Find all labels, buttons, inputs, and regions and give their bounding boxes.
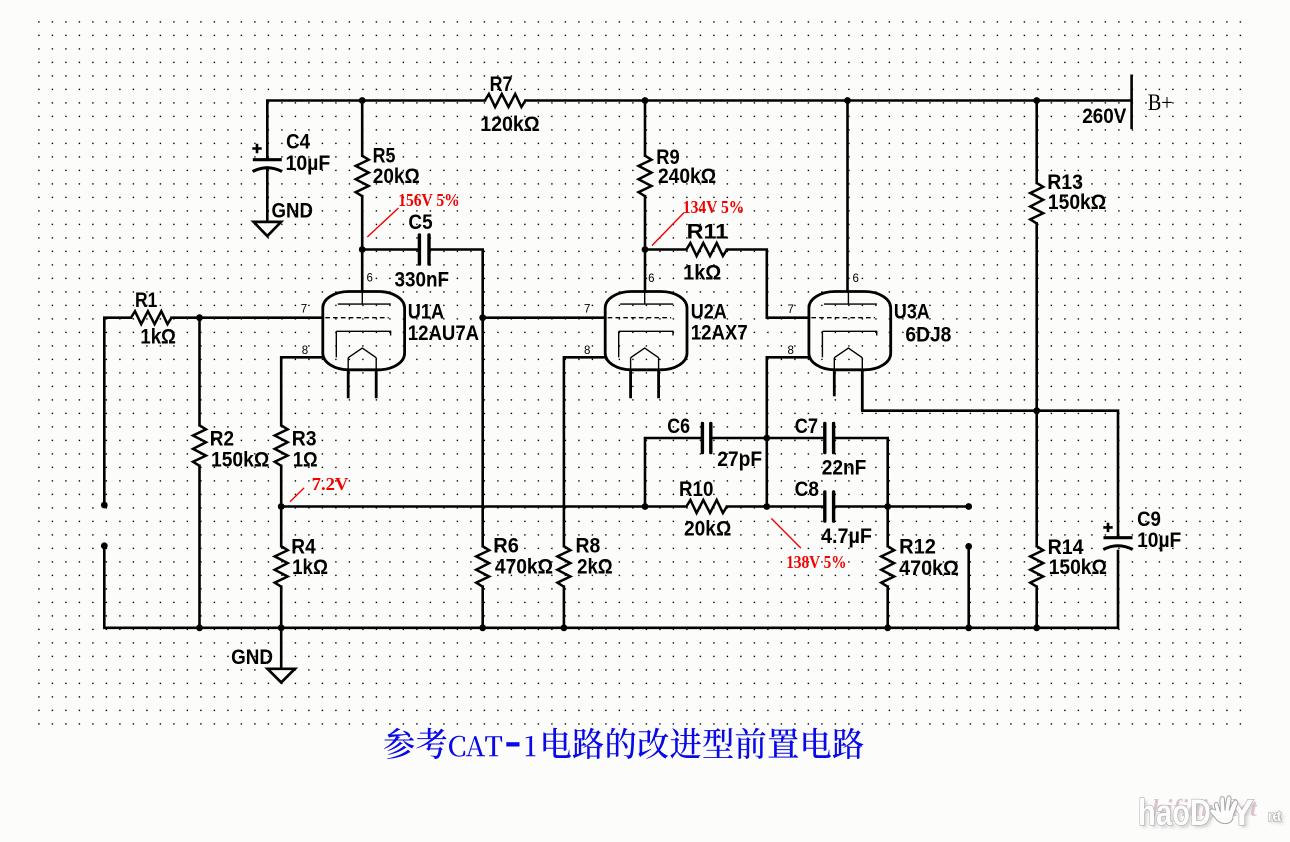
- svg-text:20kΩ: 20kΩ: [373, 164, 420, 188]
- svg-text:C6: C6: [667, 414, 690, 438]
- svg-text:U1A: U1A: [408, 299, 444, 323]
- svg-text:6: 6: [367, 273, 373, 285]
- svg-text:6DJ8: 6DJ8: [905, 323, 951, 347]
- svg-text:R6: R6: [493, 534, 519, 558]
- svg-text:haoD: haoD: [1138, 792, 1211, 833]
- svg-text:260V: 260V: [1082, 104, 1127, 128]
- svg-text:7: 7: [584, 303, 590, 315]
- svg-text:7.2V: 7.2V: [312, 474, 349, 494]
- svg-text:22nF: 22nF: [822, 456, 867, 480]
- svg-text:C9: C9: [1137, 507, 1161, 531]
- svg-text:2kΩ: 2kΩ: [577, 555, 613, 579]
- svg-text:470kΩ: 470kΩ: [495, 555, 553, 579]
- svg-text:12AX7: 12AX7: [691, 321, 748, 345]
- svg-text:C4: C4: [286, 129, 310, 153]
- svg-text:8: 8: [788, 345, 794, 357]
- svg-text:R4: R4: [291, 534, 315, 558]
- svg-text:8: 8: [584, 345, 590, 357]
- svg-text:20kΩ: 20kΩ: [684, 517, 731, 541]
- svg-text:150kΩ: 150kΩ: [1049, 555, 1107, 579]
- svg-text:R1: R1: [135, 288, 157, 312]
- svg-text:134V 5%: 134V 5%: [683, 197, 745, 217]
- svg-text:12AU7A: 12AU7A: [408, 321, 479, 345]
- svg-text:R10: R10: [679, 477, 713, 501]
- svg-text:C8: C8: [795, 477, 819, 501]
- svg-text:GND: GND: [272, 199, 313, 223]
- svg-text:R3: R3: [292, 426, 317, 450]
- svg-text:C5: C5: [408, 210, 432, 234]
- svg-text:6: 6: [648, 273, 654, 285]
- svg-text:4.7µF: 4.7µF: [821, 524, 872, 548]
- svg-text:7: 7: [788, 304, 794, 316]
- svg-text:10µF: 10µF: [286, 151, 331, 175]
- svg-text:R14: R14: [1048, 535, 1084, 559]
- svg-text:120kΩ: 120kΩ: [480, 112, 539, 136]
- svg-text:Y: Y: [1230, 792, 1255, 833]
- svg-text:8: 8: [302, 345, 308, 357]
- svg-text:150kΩ: 150kΩ: [211, 448, 269, 472]
- svg-text:150kΩ: 150kΩ: [1048, 190, 1106, 214]
- svg-text:7: 7: [301, 303, 307, 315]
- svg-text:R12: R12: [899, 535, 936, 559]
- svg-text:1kΩ: 1kΩ: [683, 260, 721, 284]
- svg-text:27pF: 27pF: [717, 447, 762, 471]
- svg-text:net: net: [1270, 811, 1284, 828]
- svg-text:U2A: U2A: [691, 300, 727, 324]
- svg-text:R5: R5: [373, 143, 396, 167]
- svg-text:R9: R9: [656, 145, 679, 169]
- svg-text:R8: R8: [576, 534, 601, 558]
- svg-text:156V 5%: 156V 5%: [398, 190, 460, 210]
- svg-text:haoD: haoD: [1141, 795, 1214, 836]
- svg-text:1Ω: 1Ω: [293, 448, 318, 472]
- svg-text:hifidiy.net: hifidiy.net: [1152, 796, 1258, 822]
- svg-text:330nF: 330nF: [395, 268, 450, 292]
- svg-text:6: 6: [853, 273, 859, 285]
- svg-text:470kΩ: 470kΩ: [899, 556, 959, 580]
- svg-text:B+: B+: [1148, 90, 1173, 116]
- svg-text:C7: C7: [795, 414, 818, 438]
- svg-text:240kΩ: 240kΩ: [658, 164, 716, 188]
- svg-text:U3A: U3A: [894, 299, 930, 323]
- svg-text:net: net: [1268, 808, 1282, 825]
- svg-text:138V 5%: 138V 5%: [786, 552, 846, 572]
- svg-text:R2: R2: [210, 426, 234, 450]
- svg-text:1kΩ: 1kΩ: [140, 324, 176, 348]
- svg-text:10µF: 10µF: [1137, 528, 1181, 552]
- svg-text:1kΩ: 1kΩ: [292, 555, 328, 579]
- svg-text:R13: R13: [1047, 170, 1083, 194]
- svg-text:GND: GND: [231, 645, 273, 669]
- svg-text:R7: R7: [490, 72, 513, 96]
- svg-text:R11: R11: [687, 220, 729, 244]
